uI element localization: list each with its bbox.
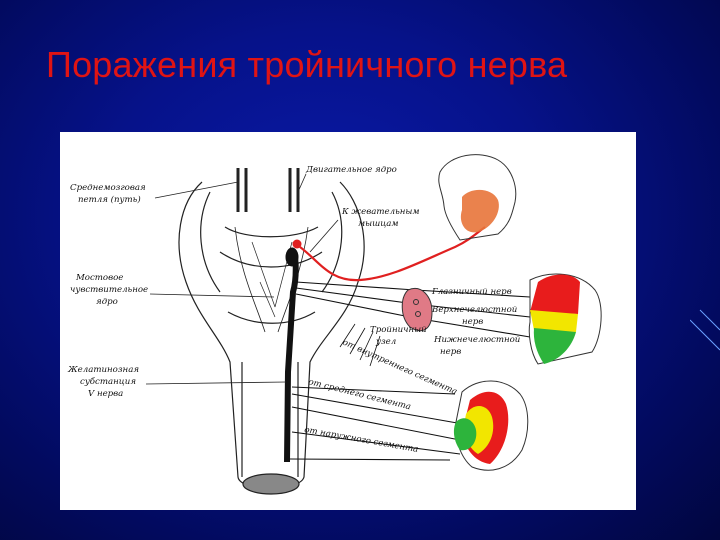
trigeminal-diagram: Среднемозговая петля (путь) Двигательное… [60,132,636,510]
nuclear-column [284,247,299,463]
head-bottom [453,380,529,471]
slide-title: Поражения тройничного нерва [46,44,568,85]
label-masticatory-1: К жевательным [341,207,420,217]
head-middle [528,273,602,365]
brainstem-outline [178,168,365,495]
decorative-lines [690,309,720,351]
label-maxillary-2: нерв [462,317,483,327]
label-outer-segment: от наружного сегмента [303,425,419,455]
label-pontine-1: Мостовое [75,273,123,283]
label-middle-segment: от среднего сегмента [307,377,412,412]
label-pontine-2: чувствительное [70,285,148,295]
label-pontine-3: ядро [96,297,118,307]
motor-pathway [292,226,486,282]
label-masticatory-2: мышцам [358,219,399,229]
label-gelatinous-2: субстанция [80,376,136,387]
label-gelatinous-3: V нерва [88,389,123,399]
label-ophthalmic: Глазничный нерв [431,287,512,297]
label-midbrain-loop-2: петля (путь) [78,194,141,205]
label-maxillary-1: Верхнечелюстной [431,305,517,315]
label-mandibular-2: нерв [440,347,461,357]
diagram-canvas: Среднемозговая петля (путь) Двигательное… [67,154,602,495]
label-ganglion-2: узел [375,337,396,347]
trigeminal-ganglion [401,288,433,332]
label-gelatinous-1: Желатинозная [67,365,139,375]
leader-lines [145,173,339,385]
label-ganglion-1: Тройничный [370,325,427,335]
head-top [438,154,517,241]
label-motor-nucleus: Двигательное ядро [305,165,397,175]
label-midbrain-loop: Среднемозговая [70,183,146,193]
label-mandibular-1: Нижнечелюстной [433,335,520,345]
